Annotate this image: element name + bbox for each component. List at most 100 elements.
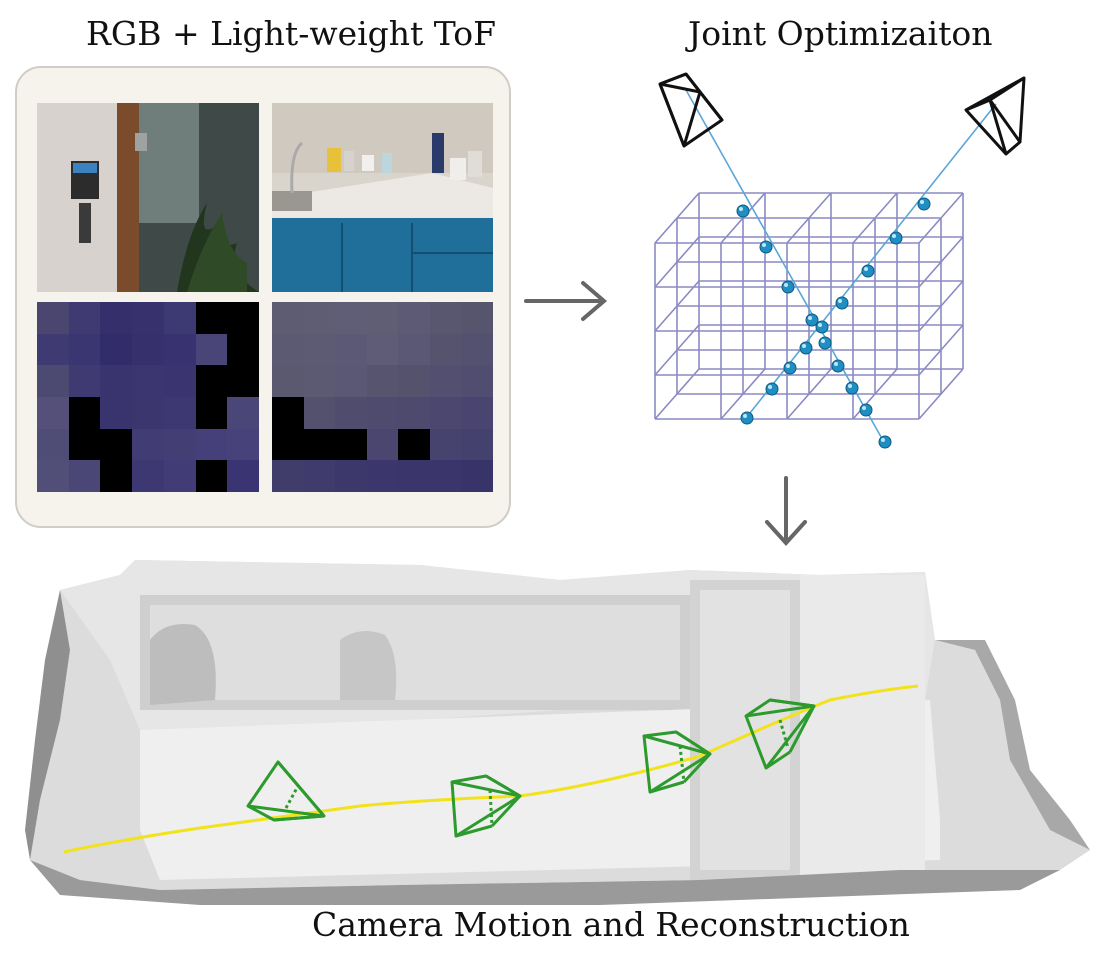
tof-cell <box>227 333 259 366</box>
tof-cell <box>335 396 367 429</box>
tof-cell <box>398 302 430 334</box>
camera-frustum-left-icon <box>658 72 724 148</box>
tof-cell <box>68 333 101 366</box>
tof-cell <box>37 333 69 366</box>
tof-cell <box>366 365 399 397</box>
tof-cell <box>68 302 101 334</box>
sample-point <box>799 341 813 355</box>
tof-cell <box>461 428 493 461</box>
sample-point-highlight <box>920 200 924 204</box>
sample-point-highlight <box>739 207 743 211</box>
tof-cell <box>132 302 164 334</box>
camera-rays <box>685 89 997 445</box>
tof-depth-map-1 <box>37 302 259 492</box>
reconstruction-mesh <box>25 560 1090 905</box>
sample-point-highlight <box>834 362 838 366</box>
tof-cell <box>461 460 493 492</box>
sample-point <box>835 296 849 310</box>
sample-point-highlight <box>762 243 766 247</box>
sample-point-highlight <box>892 234 896 238</box>
tof-cell <box>37 302 69 334</box>
tof-cell <box>272 333 304 366</box>
sample-point-highlight <box>862 406 866 410</box>
tof-cell <box>303 396 336 429</box>
tof-cell <box>461 365 493 397</box>
tof-cell <box>429 302 462 334</box>
sample-point-highlight <box>818 323 822 327</box>
tof-cell <box>398 396 430 429</box>
sample-point-highlight <box>864 267 868 271</box>
tof-cell <box>227 396 259 429</box>
tof-cell <box>195 460 228 492</box>
camera-frustum-green-1-icon <box>246 760 326 822</box>
sample-point <box>781 280 795 294</box>
tof-cell <box>366 460 399 492</box>
tof-cell <box>227 460 259 492</box>
down-arrow-icon <box>765 476 807 546</box>
tof-cell <box>132 365 164 397</box>
tof-cell <box>335 302 367 334</box>
tof-cell <box>303 428 336 461</box>
tof-cell <box>429 428 462 461</box>
rgb-image-kitchen <box>272 103 493 292</box>
sample-point-highlight <box>808 316 812 320</box>
sample-point <box>765 382 779 396</box>
tof-cell <box>37 396 69 429</box>
tof-cell <box>272 428 304 461</box>
tof-cell <box>398 460 430 492</box>
sample-point <box>861 264 875 278</box>
tof-cell <box>100 365 133 397</box>
sample-point-highlight <box>848 384 852 388</box>
tof-cell <box>335 460 367 492</box>
tof-cell <box>429 396 462 429</box>
tof-cell <box>163 396 196 429</box>
sample-point <box>859 403 873 417</box>
tof-cell <box>398 365 430 397</box>
tof-cell <box>163 428 196 461</box>
tof-cell <box>68 428 101 461</box>
tof-cell <box>303 333 336 366</box>
sample-point-highlight <box>802 344 806 348</box>
tof-cell <box>163 302 196 334</box>
tof-cell <box>100 396 133 429</box>
tof-cell <box>195 333 228 366</box>
sample-point <box>818 336 832 350</box>
tof-cell <box>163 333 196 366</box>
tof-cell <box>366 333 399 366</box>
tof-cell <box>272 365 304 397</box>
tof-cell <box>68 396 101 429</box>
tof-cell <box>195 365 228 397</box>
sample-point-highlight <box>838 299 842 303</box>
right-arrow-icon <box>524 281 608 321</box>
tof-cell <box>461 396 493 429</box>
sample-point-highlight <box>821 339 825 343</box>
tof-cell <box>100 428 133 461</box>
tof-grid-1 <box>37 302 259 492</box>
tof-cell <box>132 396 164 429</box>
tof-grid-2 <box>272 302 493 492</box>
tof-cell <box>366 302 399 334</box>
tof-cell <box>366 428 399 461</box>
camera-frustum-green-2-icon <box>450 774 522 838</box>
sample-point <box>783 361 797 375</box>
tof-cell <box>227 365 259 397</box>
tof-cell <box>335 333 367 366</box>
tof-cell <box>227 428 259 461</box>
tof-cell <box>429 460 462 492</box>
tof-cell <box>429 365 462 397</box>
tof-cell <box>303 460 336 492</box>
tof-cell <box>272 396 304 429</box>
tof-cell <box>335 365 367 397</box>
sample-point-highlight <box>881 438 885 442</box>
tof-cell <box>461 302 493 334</box>
tof-depth-map-2 <box>272 302 493 492</box>
sample-point <box>740 411 754 425</box>
tof-cell <box>195 428 228 461</box>
tof-cell <box>398 428 430 461</box>
tof-cell <box>272 302 304 334</box>
tof-cell <box>461 333 493 366</box>
sample-point-highlight <box>768 385 772 389</box>
tof-cell <box>398 333 430 366</box>
tof-cell <box>37 460 69 492</box>
